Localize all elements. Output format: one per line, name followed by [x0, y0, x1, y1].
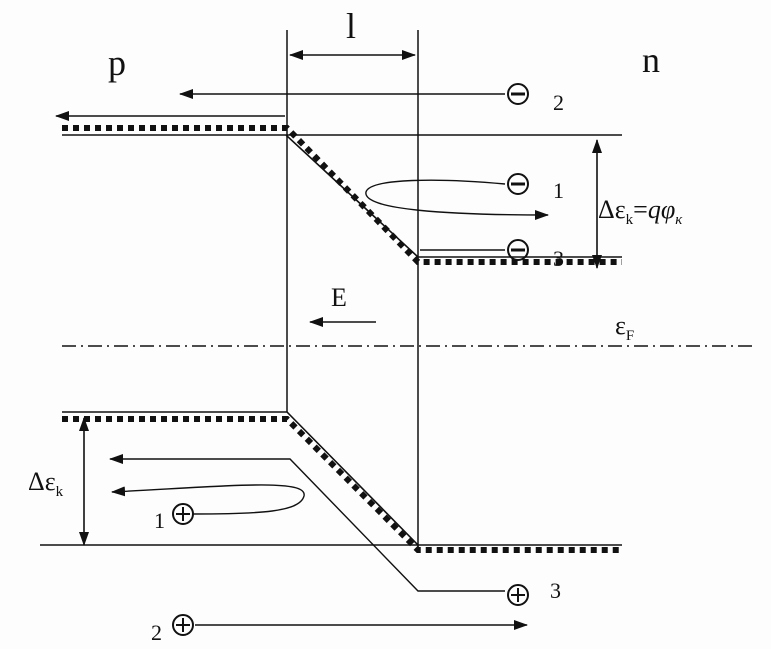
hole-2-symbol: [172, 614, 194, 636]
n-region-label: n: [642, 40, 660, 80]
hole-1-symbol: [172, 503, 194, 525]
barrier-left-label: Δεk: [28, 467, 64, 500]
electron-3-symbol: [507, 239, 529, 261]
field-label: E: [331, 283, 347, 312]
electron-3-label: 3: [553, 246, 564, 271]
p-region-label: p: [108, 43, 126, 83]
electron-1-label: 1: [553, 178, 564, 203]
electron-2-label: 2: [553, 90, 564, 115]
valence-band-edge: [62, 411, 622, 546]
electron-1-path: [365, 179, 549, 220]
barrier-top-label: Δεk=qφк: [598, 195, 683, 228]
hole-1-path: [111, 484, 305, 515]
hole-2-label: 2: [151, 620, 162, 645]
hole-3-label: 3: [550, 578, 561, 603]
electron-1-symbol: [507, 173, 529, 195]
electron-2-symbol: [507, 83, 529, 105]
conduction-band-edge: [62, 134, 622, 258]
hole-1-label: 1: [154, 508, 165, 533]
conduction-band-dots: [62, 125, 622, 265]
width-label: l: [346, 6, 356, 46]
hole-3-path: [109, 454, 505, 592]
valence-band-dots: [62, 416, 622, 553]
fermi-level-label: εF: [615, 311, 634, 344]
hole-3-symbol: [507, 584, 529, 606]
